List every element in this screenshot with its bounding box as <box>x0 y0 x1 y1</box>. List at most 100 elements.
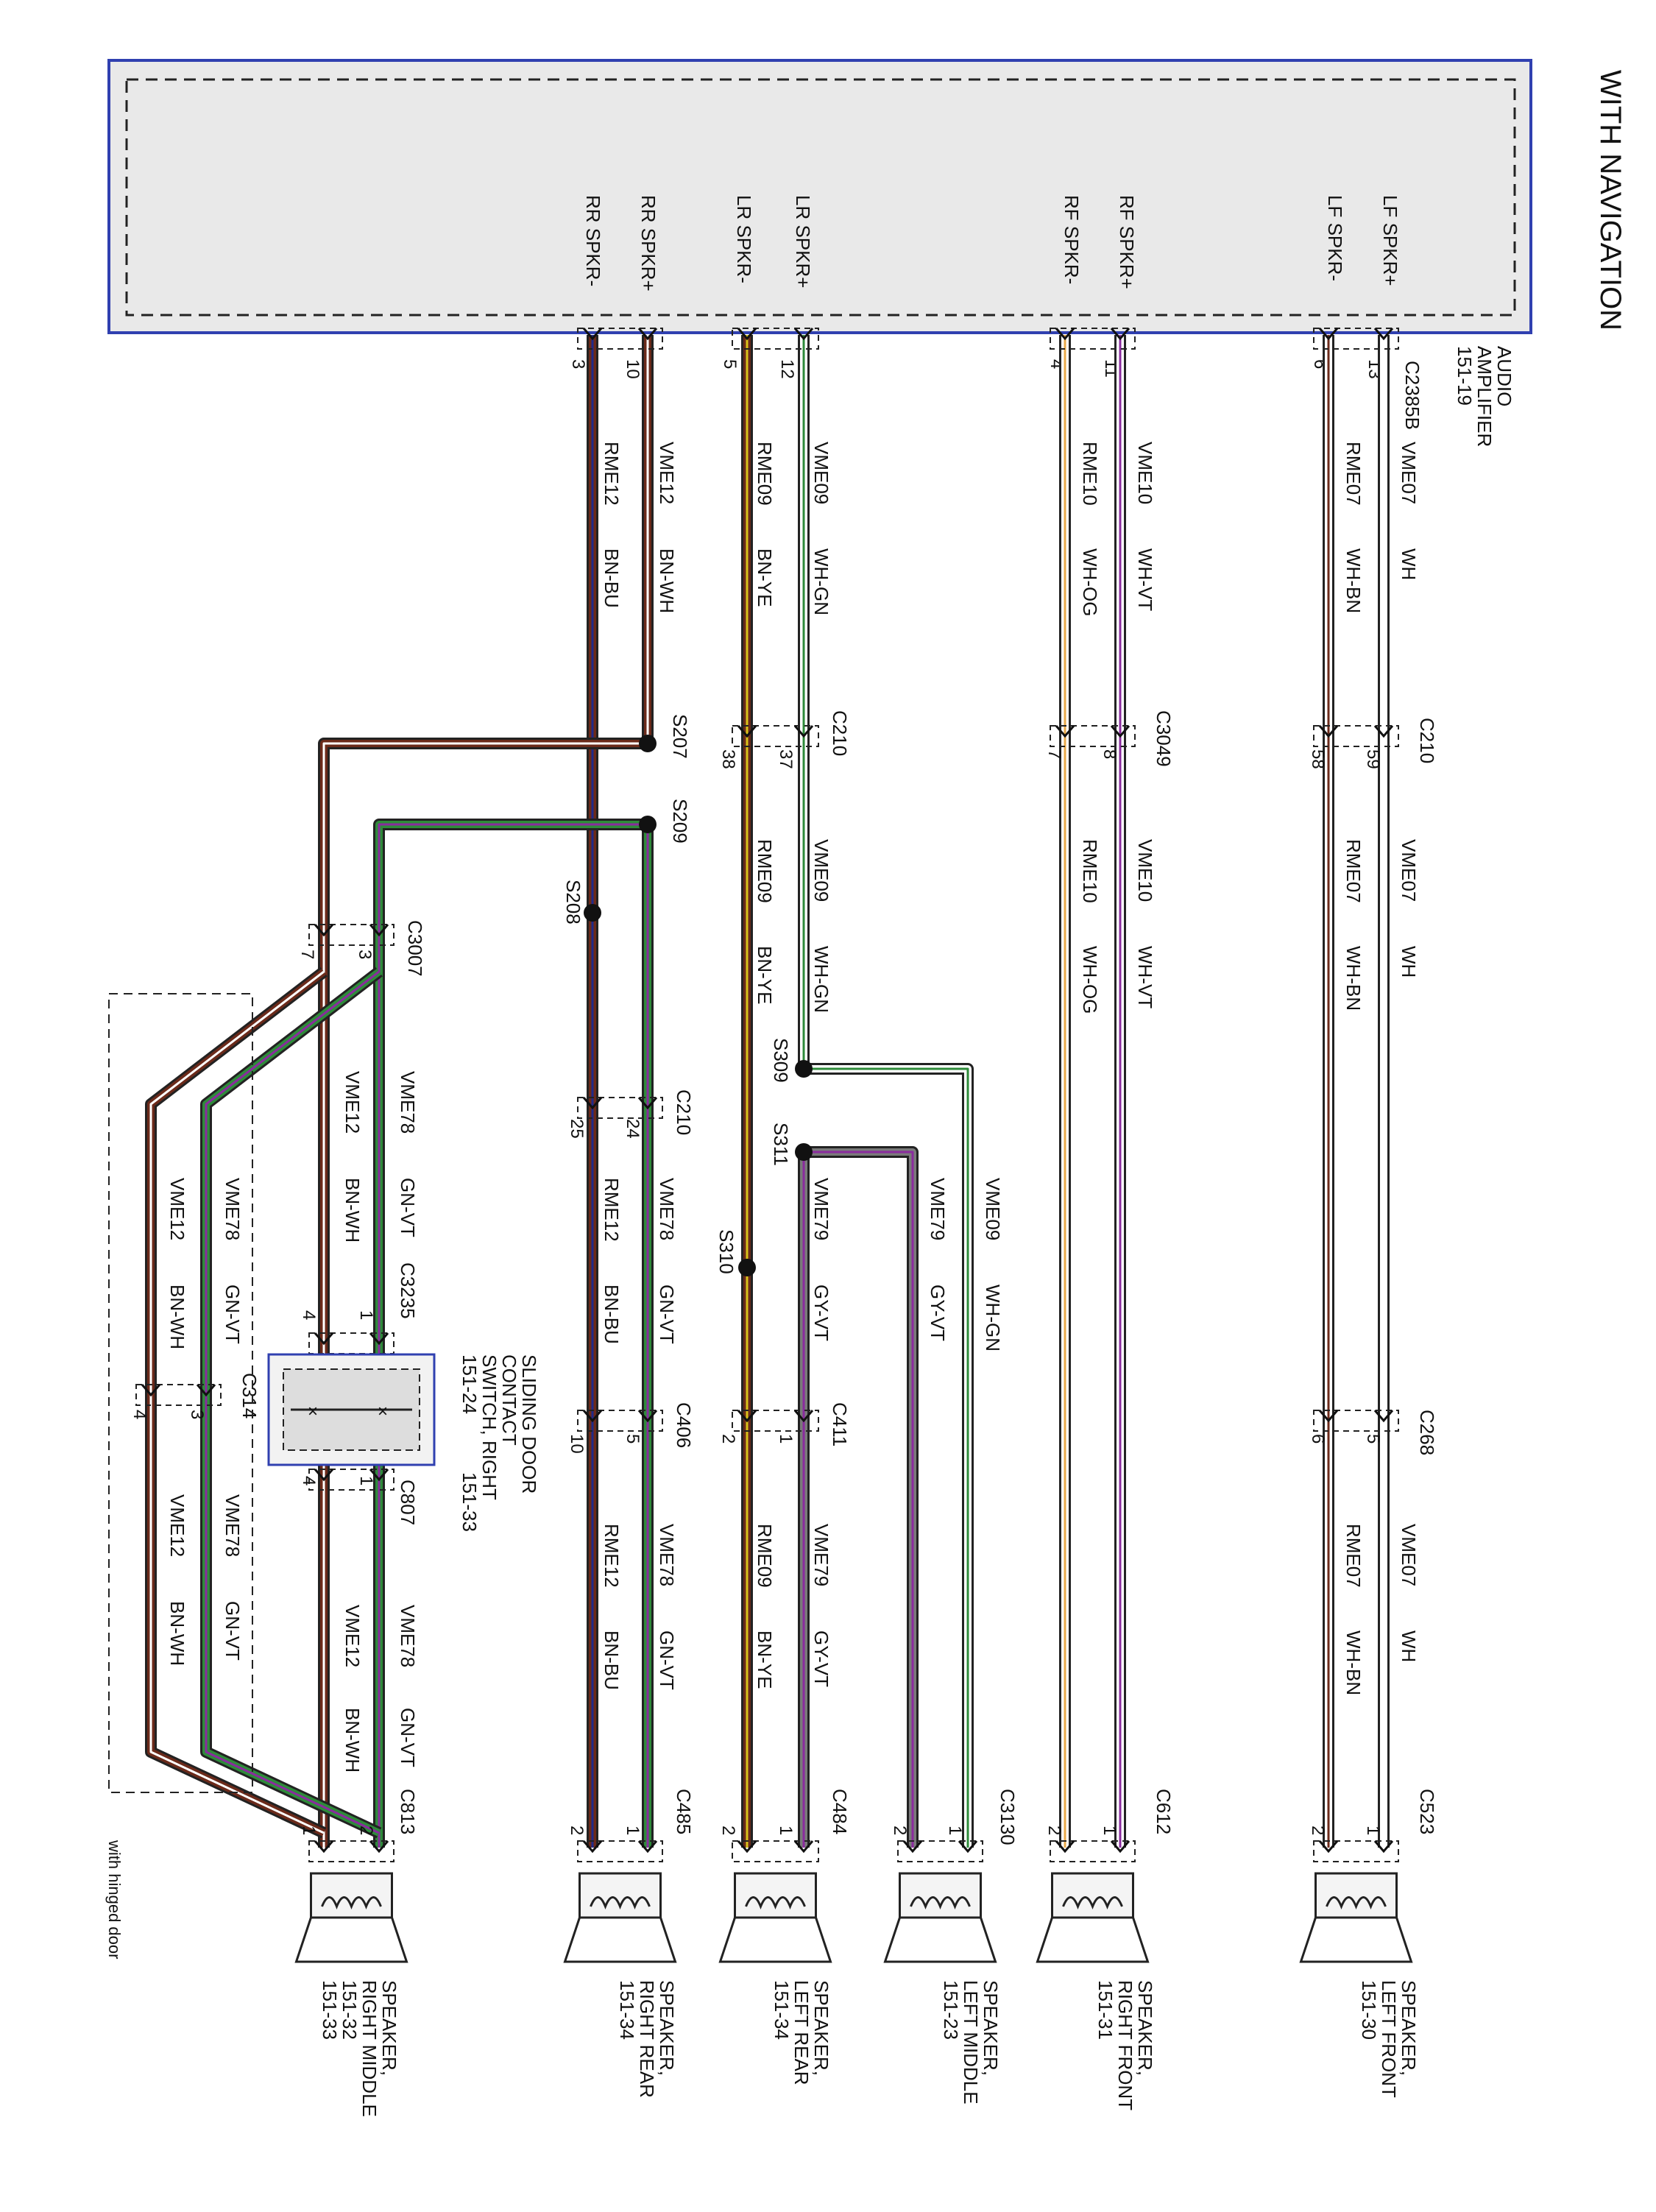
rf-c612-pin-1: 1 <box>1100 1826 1119 1835</box>
lr-circuit-rme09-3: RME09 <box>754 1524 776 1588</box>
rf-speaker-connector-arrow-0 <box>1110 1840 1130 1854</box>
lf-c210-connector-arrow-0 <box>1373 725 1394 738</box>
rr-c210-pin-25: 25 <box>567 1119 587 1139</box>
lm-speaker-label-1: SPEAKER, <box>980 1980 1002 2076</box>
rr-c210-label: C210 <box>673 1089 695 1135</box>
splice-dot-s208 <box>584 904 601 922</box>
lf-c268-pin-5: 5 <box>1363 1434 1383 1444</box>
lr-circuit-vme79-2: VME79 <box>810 1524 832 1586</box>
rr-speaker-connector-arrow-1 <box>582 1840 603 1854</box>
rm-hinged-color-gn-vt: GN-VT <box>222 1285 244 1344</box>
rf-speaker-label-3: 151-31 <box>1094 1980 1117 2040</box>
lr-speaker-label-2: LEFT REAR <box>790 1980 813 2085</box>
lf-circuit-vme07: VME07 <box>1398 442 1420 504</box>
lm-speaker-magnet <box>899 1872 982 1919</box>
lf-c268-pin-6: 6 <box>1308 1434 1328 1444</box>
rr-c210-pin-24: 24 <box>623 1119 643 1139</box>
rf-amp-connector-arrow-0 <box>1110 328 1130 341</box>
lf-speaker-coil <box>1326 1896 1387 1910</box>
lf-c268-connector-arrow-1 <box>1318 1410 1339 1423</box>
lf-c523-pin-2: 2 <box>1308 1826 1328 1835</box>
lf-c210-connector-arrow-1 <box>1318 725 1339 738</box>
rm-hinged-circuit-vme12-2: VME12 <box>166 1494 188 1557</box>
rf-c3049-connector-arrow-1 <box>1055 725 1075 738</box>
rm-c807-pin-4: 4 <box>299 1476 319 1485</box>
rr-c210-connector <box>577 1097 663 1119</box>
rr-color-gn-vt: GN-VT <box>656 1285 678 1344</box>
lf-circuit-rme07-3: RME07 <box>1342 1524 1365 1588</box>
lf-color-wh-bn-2: WH-BN <box>1342 946 1365 1011</box>
splice-dot-s311 <box>795 1143 813 1161</box>
rf-speaker-magnet <box>1051 1872 1134 1919</box>
rm-c813-pin-1: 1 <box>299 1826 319 1835</box>
lr-circuit-vme09: VME09 <box>810 442 832 504</box>
rr-speaker-magnet <box>578 1872 662 1919</box>
switch-label-1: SLIDING DOOR <box>518 1354 540 1494</box>
lr-amp-connector-arrow-0 <box>793 328 814 341</box>
rf-speaker-connector <box>1050 1840 1136 1862</box>
rf-color-wh-vt-2: WH-VT <box>1134 946 1156 1008</box>
rm-c3007-connector-arrow-0 <box>369 924 389 937</box>
switch-label-3: SWITCH, RIGHT <box>478 1354 500 1500</box>
lm-speaker-connector <box>897 1840 983 1862</box>
amplifier-inner-frame <box>125 78 1516 317</box>
lf-speaker-connector <box>1313 1840 1399 1862</box>
lf-color-wh-2: WH <box>1398 946 1420 978</box>
rm-color-gn-vt: GN-VT <box>397 1178 419 1237</box>
lf-color-wh-bn-3: WH-BN <box>1342 1630 1365 1695</box>
rr-c485-label: C485 <box>673 1789 695 1834</box>
lm-speaker-connector-arrow-0 <box>958 1840 978 1854</box>
lf-color-wh: WH <box>1398 548 1420 580</box>
terminal-rr-spkr-plus: RR SPKR+ <box>637 195 659 291</box>
rm-c314-connector-arrow-0 <box>196 1384 216 1397</box>
lr-circuit-rme09-2: RME09 <box>754 839 776 903</box>
rm-speaker-coil <box>321 1896 382 1910</box>
amp-pin-12: 12 <box>777 359 797 379</box>
rf-color-wh-og: WH-OG <box>1079 548 1101 616</box>
rr-c406-pin-10: 10 <box>567 1434 587 1454</box>
rf-c3049-connector-arrow-0 <box>1110 725 1130 738</box>
rm-speaker-connector-arrow-1 <box>314 1840 334 1854</box>
lf-amp-connector-arrow-1 <box>1318 328 1339 341</box>
rr-splice-s208-label: S208 <box>562 880 584 925</box>
lr-c210-pin-37: 37 <box>776 749 796 769</box>
lf-speaker-cone <box>1299 1916 1413 1963</box>
rm-c3007-connector <box>308 924 394 946</box>
lm-speaker-cone <box>883 1916 997 1963</box>
lr-splice-s311-label: S311 <box>770 1123 792 1166</box>
rr-c485-pin-2: 2 <box>567 1826 587 1835</box>
rr-c210-connector-arrow-0 <box>637 1097 658 1110</box>
splice-dot-s310 <box>738 1259 756 1276</box>
lm-speaker-label-2: LEFT MIDDLE <box>960 1980 982 2105</box>
rm-hinged-door-note: with hinged door <box>105 1840 124 1959</box>
lr-c210-connector-arrow-1 <box>737 725 757 738</box>
lr-color-gy-vt-2: GY-VT <box>810 1630 832 1687</box>
rf-color-wh-og-2: WH-OG <box>1079 946 1101 1014</box>
rr-c406-label: C406 <box>673 1402 695 1448</box>
rf-circuit-vme10: VME10 <box>1134 442 1156 504</box>
lf-speaker-connector-arrow-0 <box>1373 1840 1394 1854</box>
rm-hinged-circuit-vme12: VME12 <box>166 1178 188 1240</box>
lf-c210-label: C210 <box>1416 718 1438 763</box>
rm-c807-pin-1: 1 <box>356 1476 376 1485</box>
lr-c411-label: C411 <box>829 1402 851 1446</box>
terminal-lf-spkr-minus: LF SPKR- <box>1324 195 1346 281</box>
lr-speaker-connector-arrow-1 <box>737 1840 757 1854</box>
lr-speaker-label-3: 151-34 <box>771 1980 793 2040</box>
rf-c612-pin-2: 2 <box>1044 1826 1064 1835</box>
terminal-lr-spkr-minus: LR SPKR- <box>733 195 755 283</box>
switch-contact-x-2: × <box>378 1402 388 1421</box>
rr-c210-connector-arrow-1 <box>582 1097 603 1110</box>
amplifier-connector-label: C2385B <box>1401 361 1423 430</box>
lf-speaker-label-2: LEFT FRONT <box>1378 1980 1400 2098</box>
splice-dot-s309 <box>795 1060 813 1078</box>
lm-wire-vme79-base <box>804 1148 916 1848</box>
rr-speaker-coil <box>590 1896 651 1910</box>
rr-speaker-label-2: RIGHT REAR <box>636 1980 658 2098</box>
lr-color-gy-vt: GY-VT <box>810 1285 832 1341</box>
terminal-rf-spkr-minus: RF SPKR- <box>1061 195 1083 284</box>
rr-amp-connector-arrow-1 <box>582 328 603 341</box>
lf-c210-pin-59: 59 <box>1363 749 1383 769</box>
lm-speaker-coil <box>910 1896 971 1910</box>
